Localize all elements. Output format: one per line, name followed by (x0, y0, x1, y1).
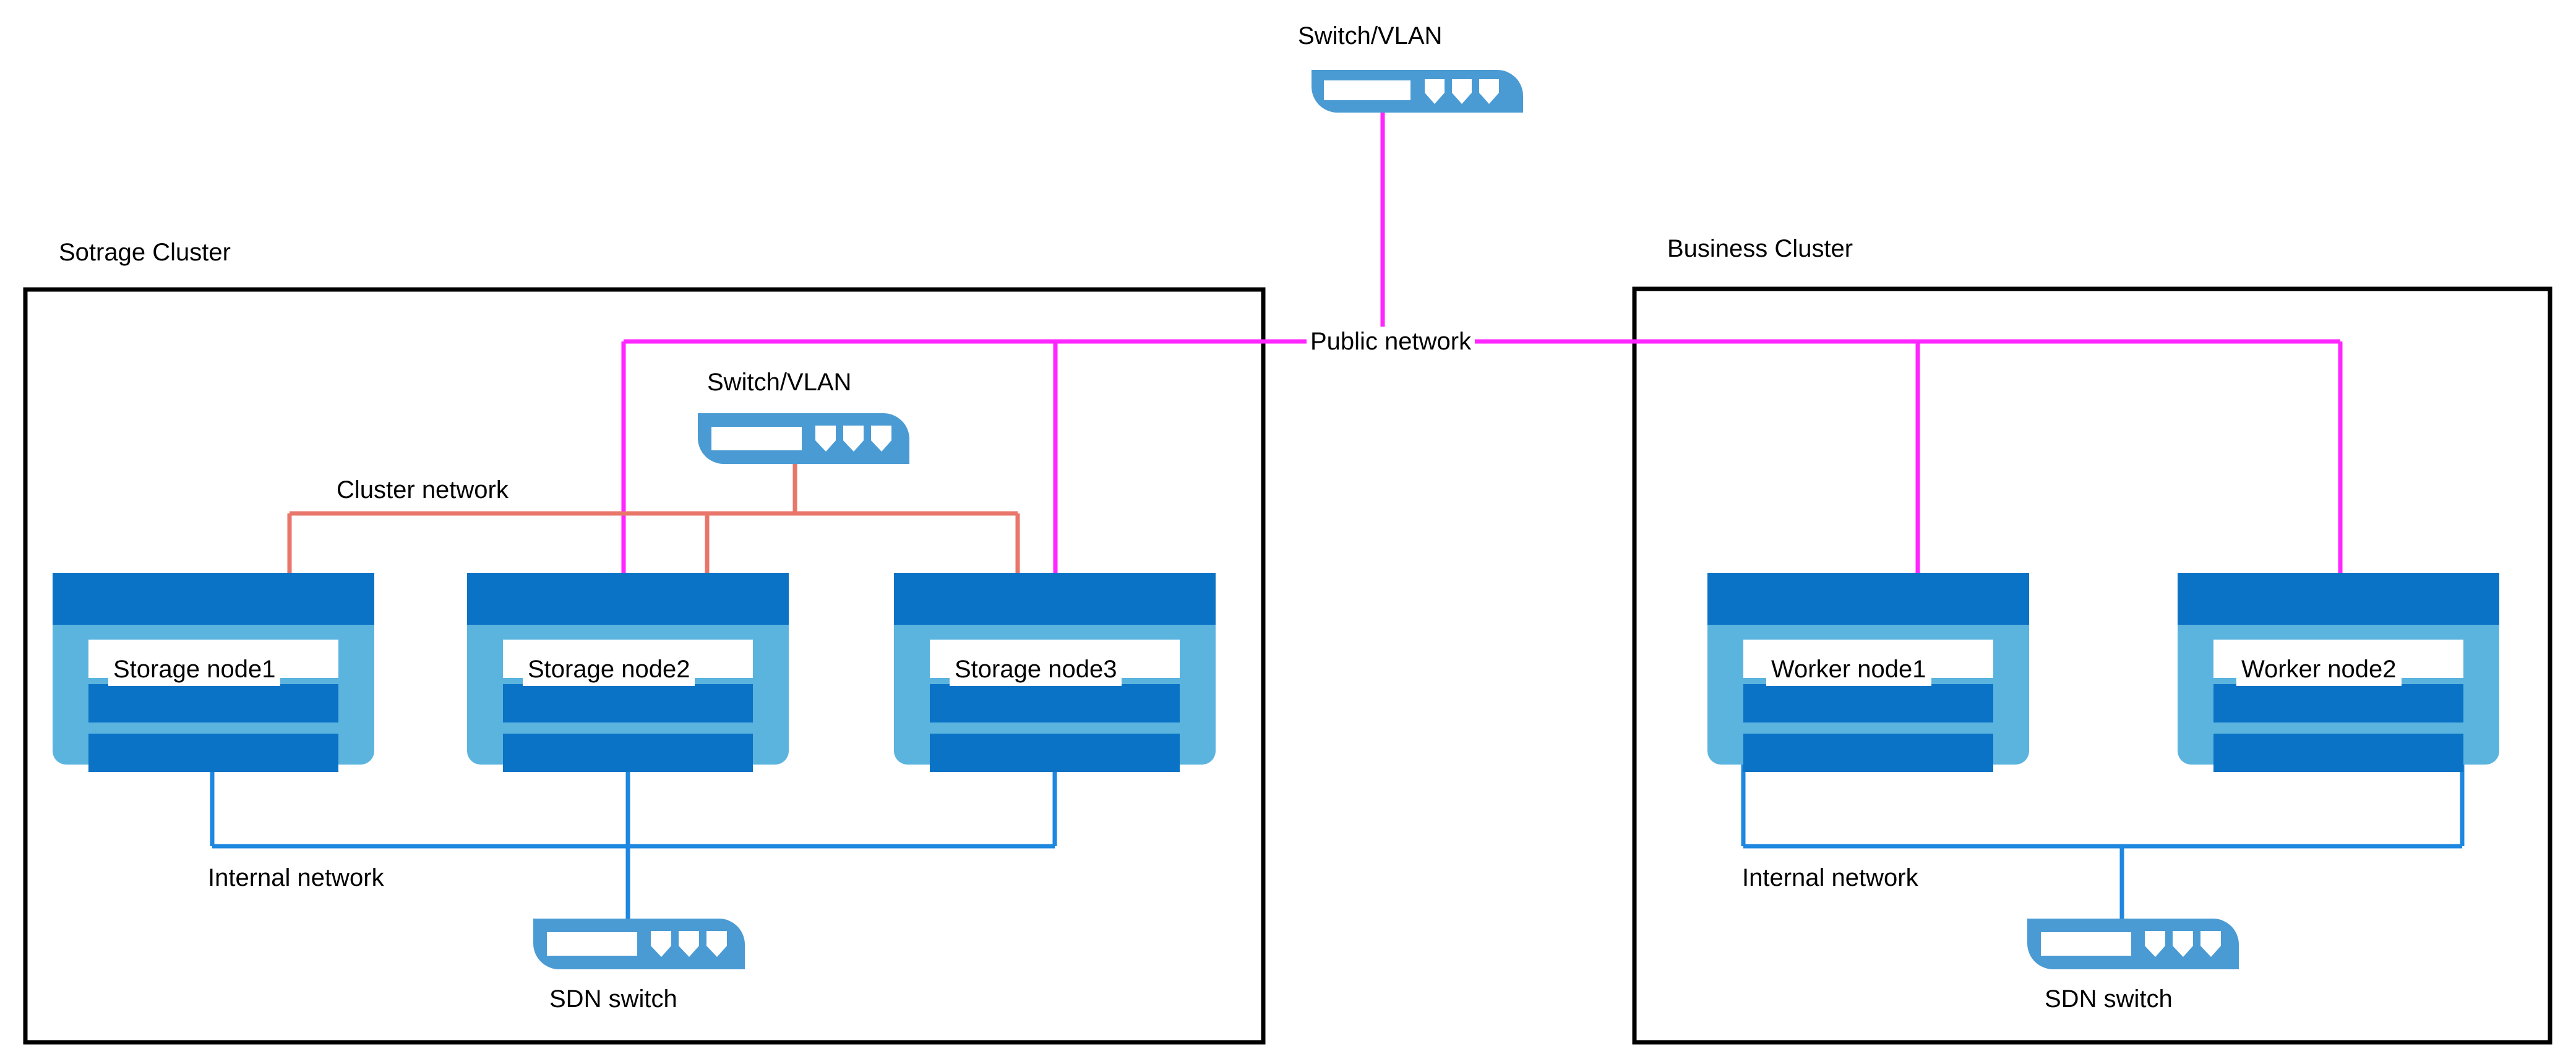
storage-cluster-box (23, 287, 1266, 1045)
node-label-storage-node3: Storage node3 (950, 653, 1122, 686)
switch-icon-storage-vlan[interactable] (698, 413, 909, 464)
top-switch-label: Switch/VLAN (1298, 22, 1443, 49)
node-label-worker-node2: Worker node2 (2236, 653, 2402, 686)
node-label-storage-node2: Storage node2 (523, 653, 695, 686)
business-sdn-switch-label: SDN switch (2045, 985, 2173, 1013)
business-cluster-title: Business Cluster (1667, 235, 1853, 262)
internal-network-storage-label: Internal network (204, 863, 388, 893)
business-cluster-box (1632, 286, 2552, 1045)
node-label-storage-node1: Storage node1 (108, 653, 281, 686)
cluster-network-label: Cluster network (333, 475, 512, 505)
switch-icon-storage-sdn[interactable] (533, 919, 745, 969)
switch-icon-top[interactable] (1312, 70, 1523, 113)
cluster-network-links (287, 464, 1020, 573)
internal-network-business-links (1741, 764, 2465, 919)
public-network-links (621, 113, 2343, 573)
switch-icon-business-sdn[interactable] (2027, 919, 2239, 969)
public-network-label: Public network (1307, 327, 1475, 356)
storage-sdn-switch-label: SDN switch (549, 985, 677, 1013)
internal-network-storage-links (210, 764, 1057, 919)
storage-switch-label: Switch/VLAN (707, 369, 852, 396)
storage-cluster-title: Sotrage Cluster (59, 239, 231, 266)
internal-network-business-label: Internal network (1738, 863, 1922, 893)
node-label-worker-node1: Worker node1 (1766, 653, 1931, 686)
